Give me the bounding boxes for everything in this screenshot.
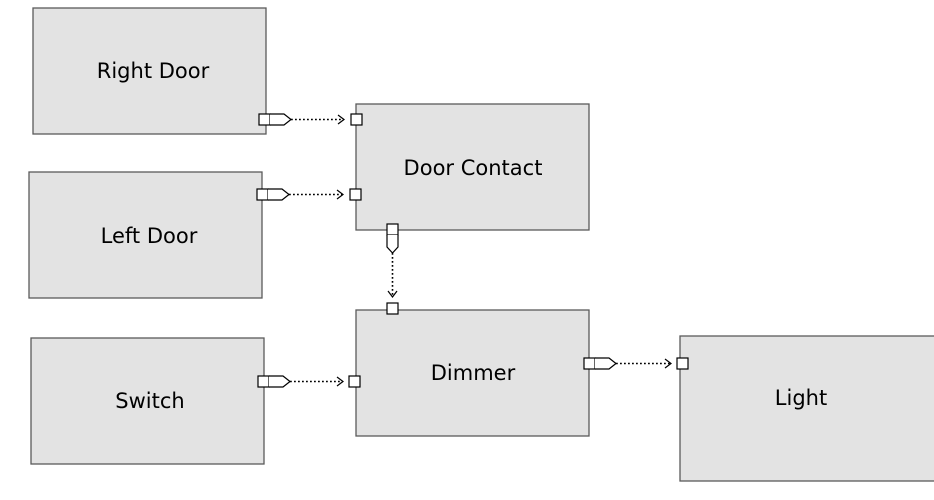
block-light[interactable]: Light [679, 335, 934, 482]
block-label-right-door: Right Door [97, 59, 210, 83]
block-switch[interactable]: Switch [30, 337, 265, 465]
arrow-icon [336, 376, 344, 387]
connection-left-door-to-door-contact[interactable] [256, 188, 362, 201]
connection-switch-to-dimmer[interactable] [257, 375, 361, 388]
input-port[interactable] [676, 357, 689, 370]
block-label-light: Light [775, 386, 827, 410]
block-label-left-door: Left Door [101, 224, 198, 248]
output-port[interactable] [257, 375, 270, 388]
input-port[interactable] [349, 188, 362, 201]
block-dimmer[interactable]: Dimmer [355, 309, 590, 437]
block-label-dimmer: Dimmer [431, 361, 516, 385]
block-label-door-contact: Door Contact [404, 156, 543, 180]
output-port[interactable] [386, 223, 399, 236]
input-port[interactable] [386, 302, 399, 315]
connection-right-door-to-door-contact[interactable] [258, 113, 363, 126]
block-label-switch: Switch [115, 389, 184, 413]
output-port[interactable] [583, 357, 596, 370]
connector-icon [270, 113, 292, 126]
block-door-contact[interactable]: Door Contact [355, 103, 590, 231]
arrow-icon [337, 114, 345, 125]
block-right-door[interactable]: Right Door [32, 7, 267, 135]
block-left-door[interactable]: Left Door [28, 171, 263, 299]
output-port[interactable] [256, 188, 269, 201]
arrow-icon [336, 189, 344, 200]
output-port[interactable] [258, 113, 271, 126]
connection-dimmer-to-light[interactable] [583, 357, 689, 370]
connection-door-contact-to-dimmer[interactable] [386, 223, 399, 315]
arrow-icon [387, 290, 398, 298]
input-port[interactable] [350, 113, 363, 126]
input-port[interactable] [348, 375, 361, 388]
connector-icon [268, 188, 290, 201]
connector-icon [386, 235, 399, 254]
arrow-icon [664, 358, 672, 369]
connector-icon [269, 375, 291, 388]
connector-icon [595, 357, 617, 370]
